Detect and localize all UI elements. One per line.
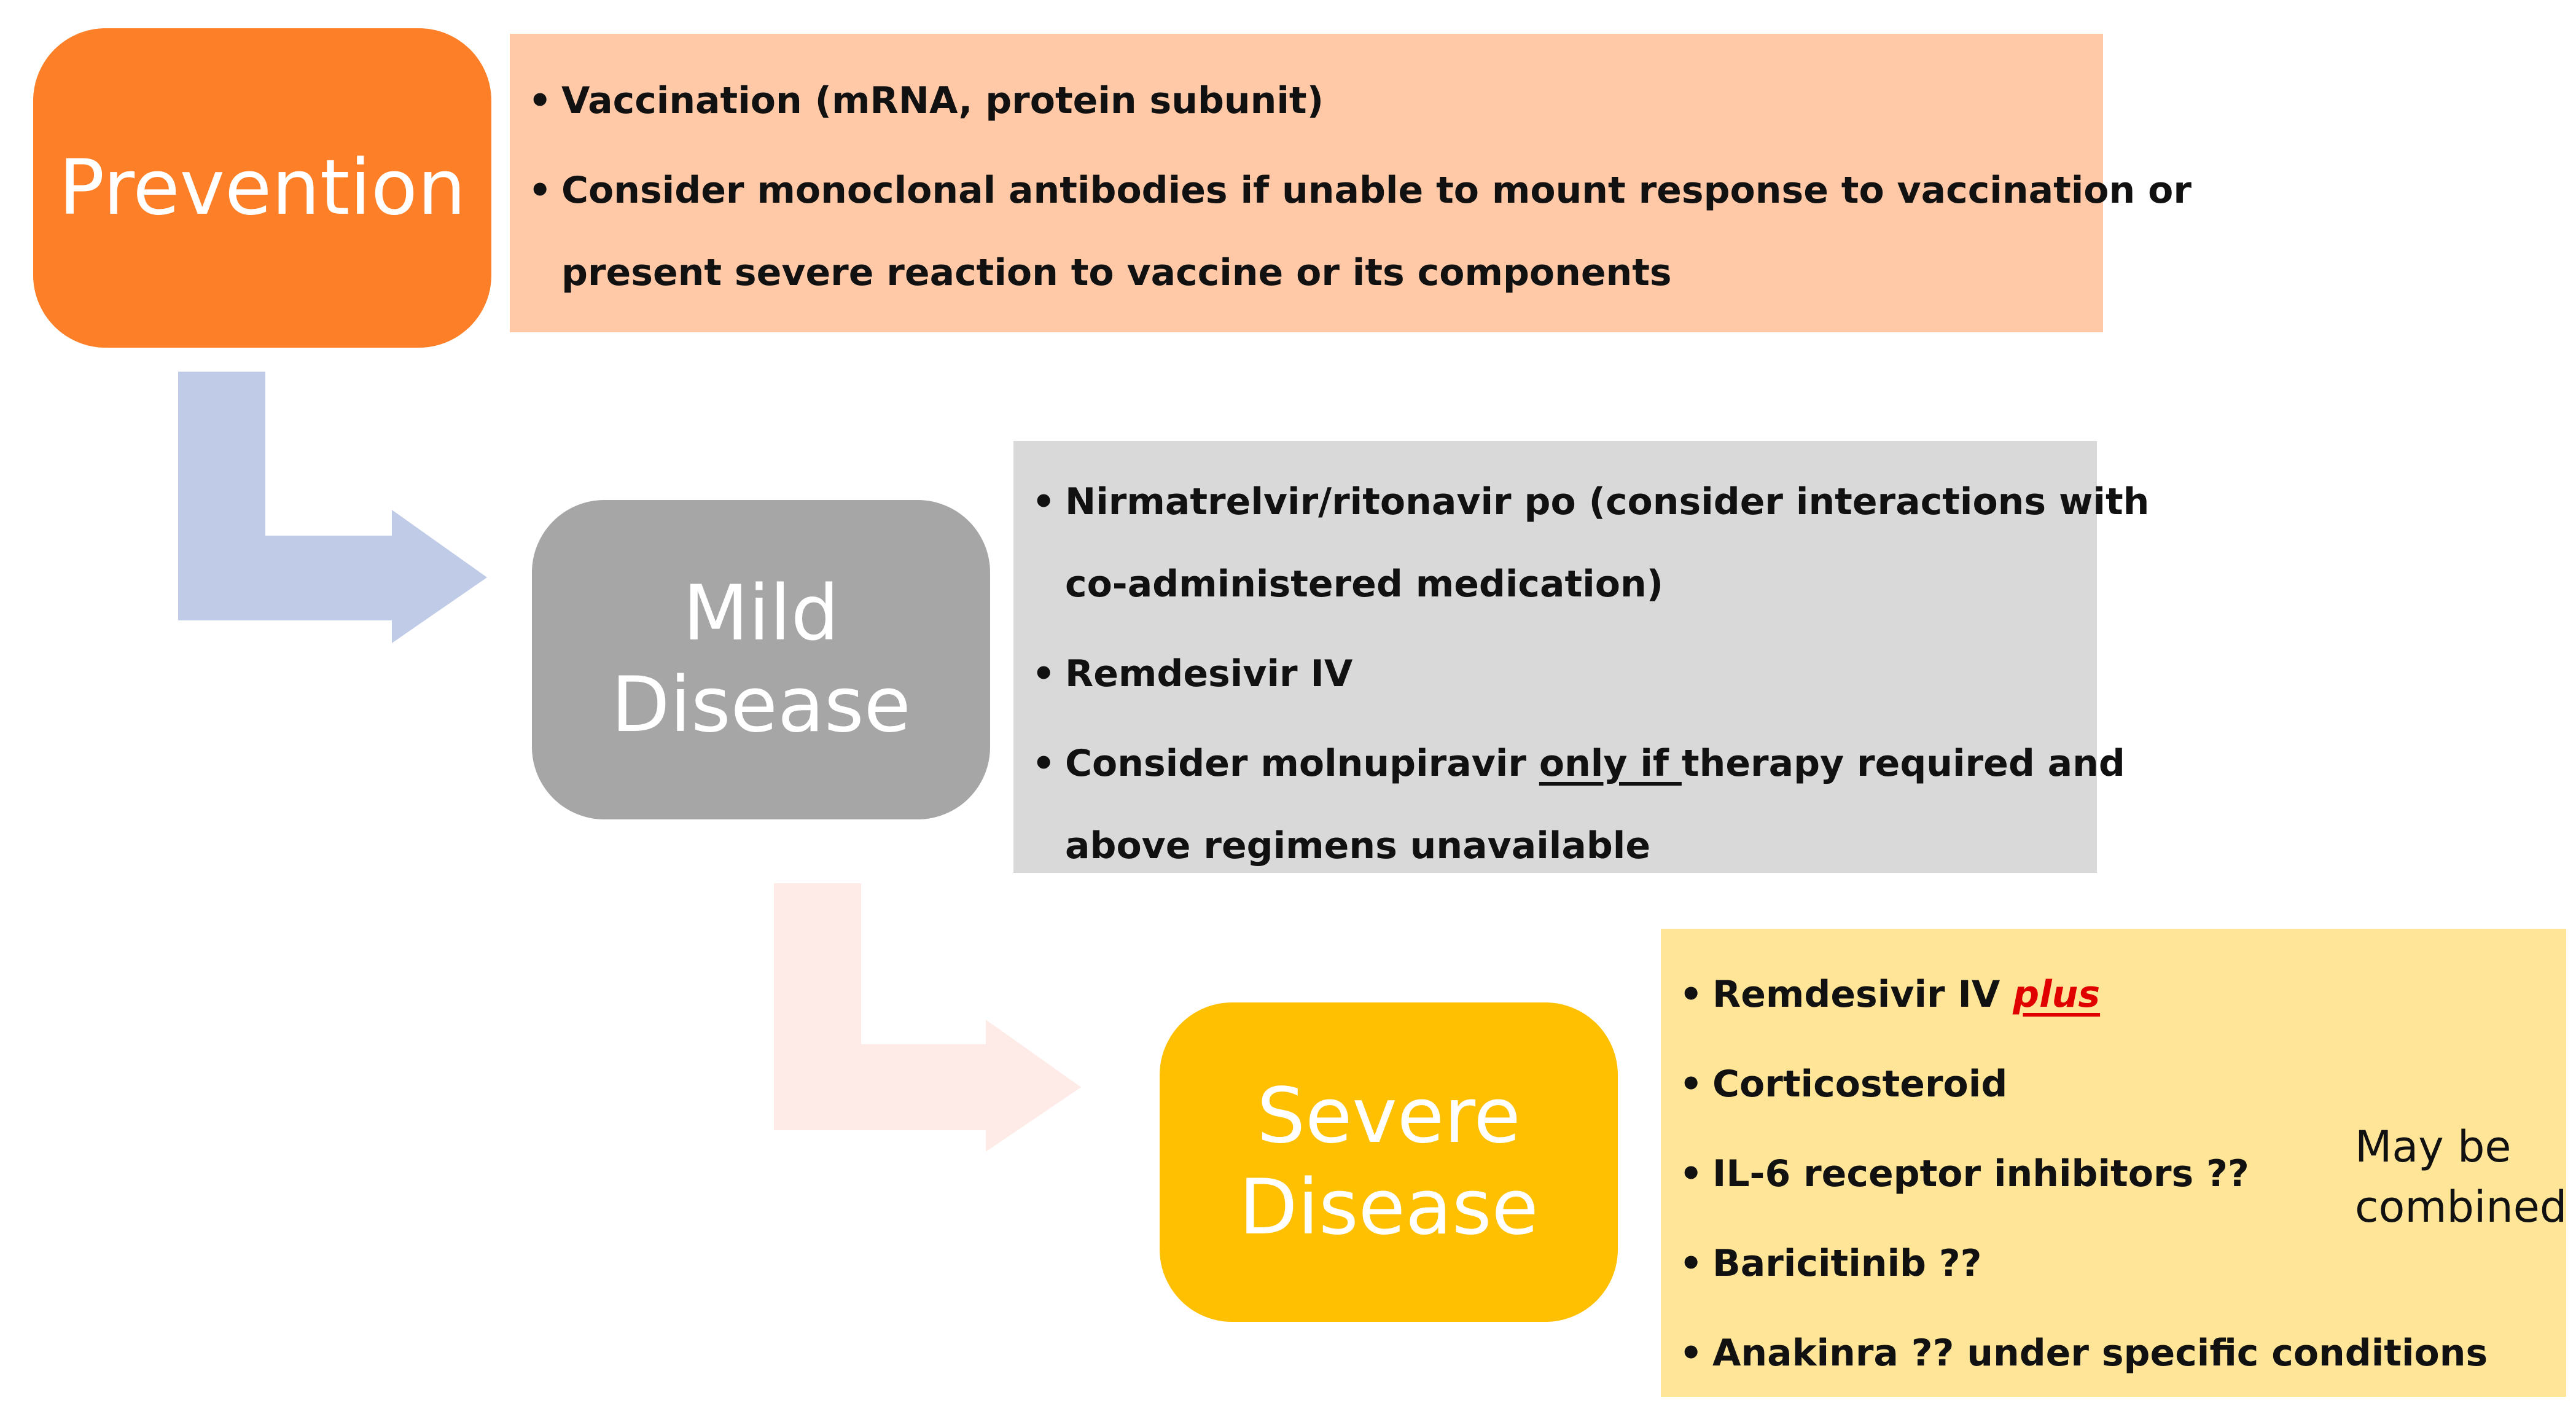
prevention-stage-box: Prevention [33,28,491,348]
may-be-combined-note: May be combined [2355,1117,2567,1237]
prevention-panel: • Vaccination (mRNA, protein subunit) • … [510,34,2192,332]
severe-disease-stage-box: Severe Disease [1160,1002,1618,1322]
severe-bullet-1: • Remdesivir IV plus [1674,953,2566,1036]
mild-disease-stage-box: Mild Disease [532,500,990,819]
severe-bullet-list: • Remdesivir IV plus • Corticosteroid • … [1674,953,2566,1394]
severe-disease-panel: • Remdesivir IV plus • Corticosteroid • … [1661,929,2566,1397]
severe-title-line-2: Disease [1239,1163,1539,1252]
bullet-dot-icon: • [1679,973,1703,1016]
severe-bullet-2: • Corticosteroid [1674,1043,2566,1125]
prevention-bullet-2-continued: present severe reaction to vaccine or it… [561,251,1672,294]
bullet-dot-icon: • [1679,1242,1703,1285]
bullet-dot-icon: • [1679,1152,1703,1195]
severe-bullet-5: • Anakinra ?? under specific conditions [1674,1312,2566,1394]
bullet-dot-icon: • [1032,480,1056,523]
mild-bullet-3-continued: above regimens unavailable [1065,824,1651,867]
combined-note-line-1: May be [2355,1122,2512,1172]
combined-note-line-2: combined [2355,1182,2567,1232]
mild-bullet-list: • Nirmatrelvir/ritonavir po (consider in… [1027,461,2149,887]
connector-arrow-2 [774,883,1081,1152]
bullet-dot-icon: • [528,169,552,212]
bullet-dot-icon: • [1679,1063,1703,1106]
mild-disease-panel: • Nirmatrelvir/ritonavir po (consider in… [1013,441,2149,873]
severe-title-line-1: Severe [1257,1072,1521,1161]
mild-title-line-2: Disease [611,661,911,749]
bullet-dot-icon: • [528,79,552,122]
prevention-bullet-list: • Vaccination (mRNA, protein subunit) • … [523,60,2192,314]
mild-bullet-2: • Remdesivir IV [1027,633,2097,715]
prevention-bullet-2: • Consider monoclonal antibodies if unab… [523,149,2192,232]
plus-emphasis: plus [2013,973,2101,1016]
bullet-dot-icon: • [1032,742,1056,785]
prevention-bullet-1: • Vaccination (mRNA, protein subunit) [523,60,2103,142]
bullet-dot-icon: • [1032,652,1056,695]
bullet-dot-icon: • [1679,1332,1703,1375]
severe-bullet-3: • IL-6 receptor inhibitors ?? [1674,1133,2566,1215]
prevention-title: Prevention [58,143,466,232]
mild-title-line-1: Mild [682,569,840,658]
severe-bullet-4: • Baricitinib ?? [1674,1222,2566,1305]
mild-bullet-1-continued: co-administered medication) [1065,563,1664,606]
mild-bullet-1: • Nirmatrelvir/ritonavir po (consider in… [1027,461,2149,543]
only-if-emphasis: only if [1539,742,1682,785]
connector-arrow-1 [178,372,487,643]
mild-bullet-3: • Consider molnupiravir only if therapy … [1027,722,2125,805]
